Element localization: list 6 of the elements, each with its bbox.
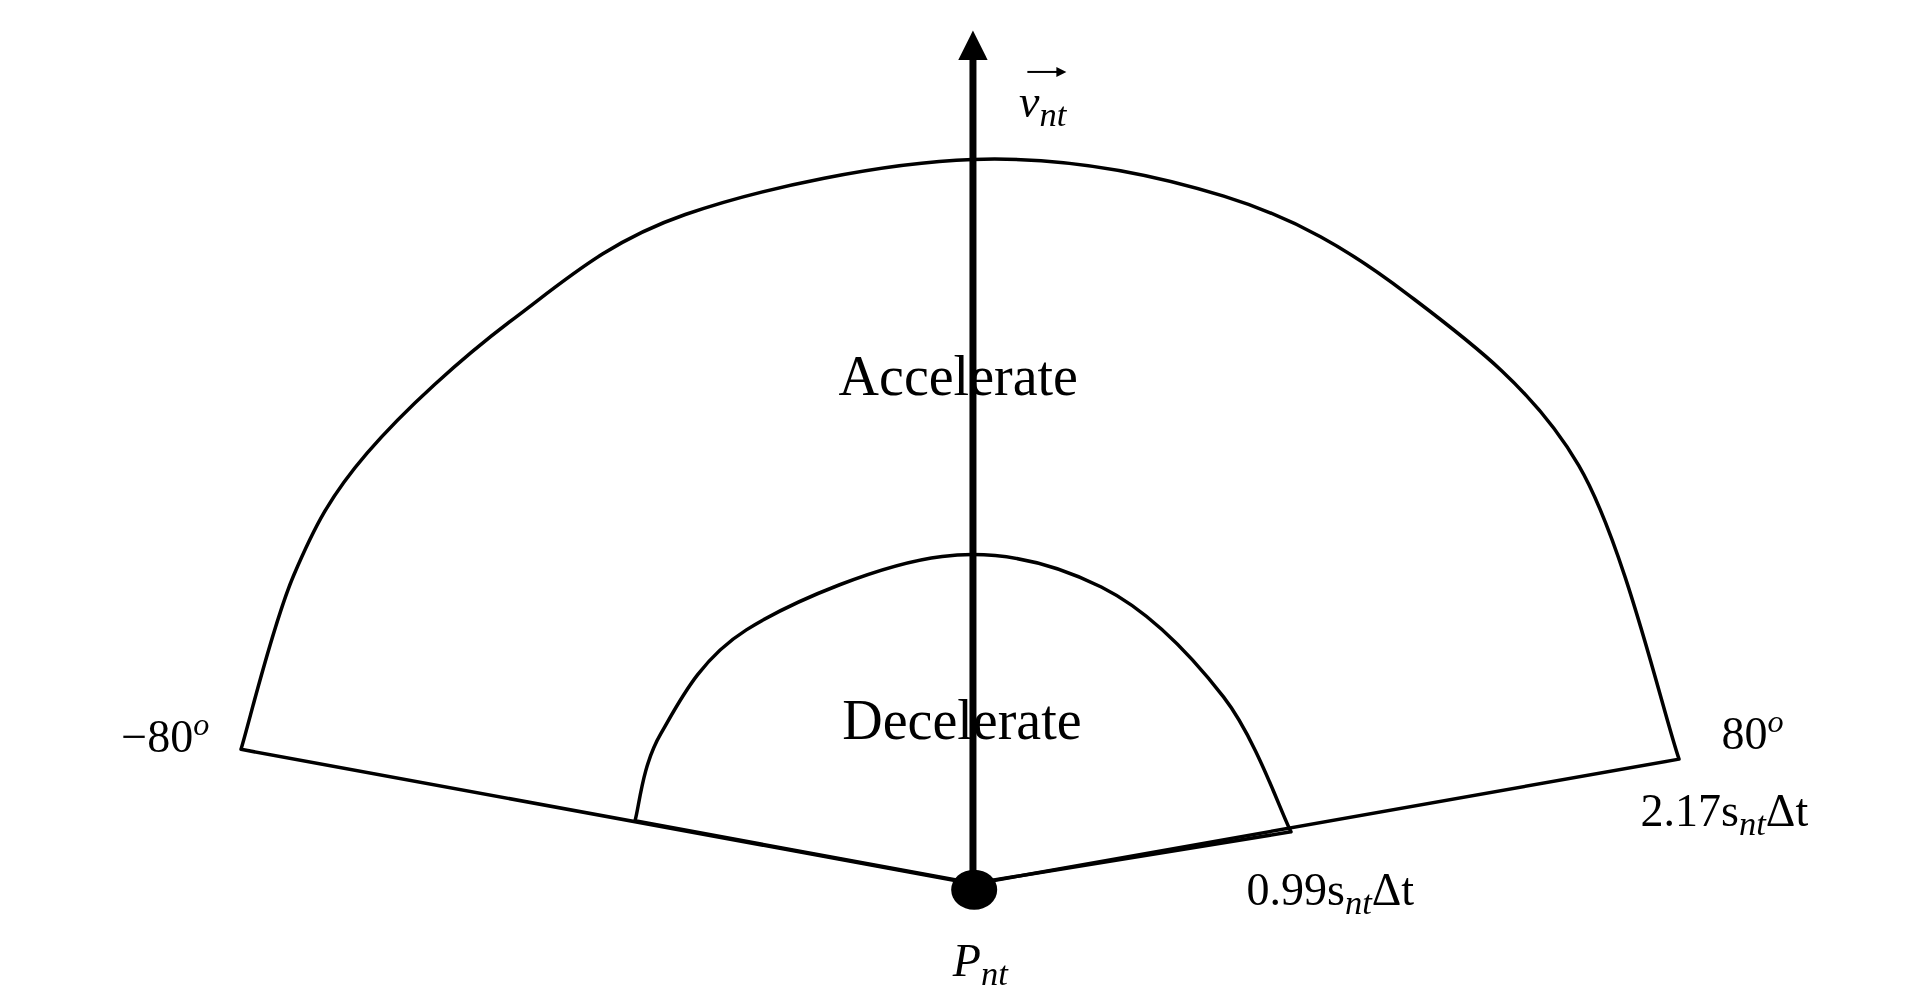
distance-label: 2.17s$_{nt}$Δt	[1640, 787, 1809, 840]
distance-label: 0.99s$_{nt}$Δt	[1246, 867, 1415, 920]
point-label: P$_{nt}$	[952, 938, 1008, 991]
vector-label: v$_{nt}$	[1019, 64, 1067, 131]
angle-label: −80$^{o}$	[121, 708, 210, 760]
angle-label: 80$^{o}$	[1721, 704, 1784, 757]
